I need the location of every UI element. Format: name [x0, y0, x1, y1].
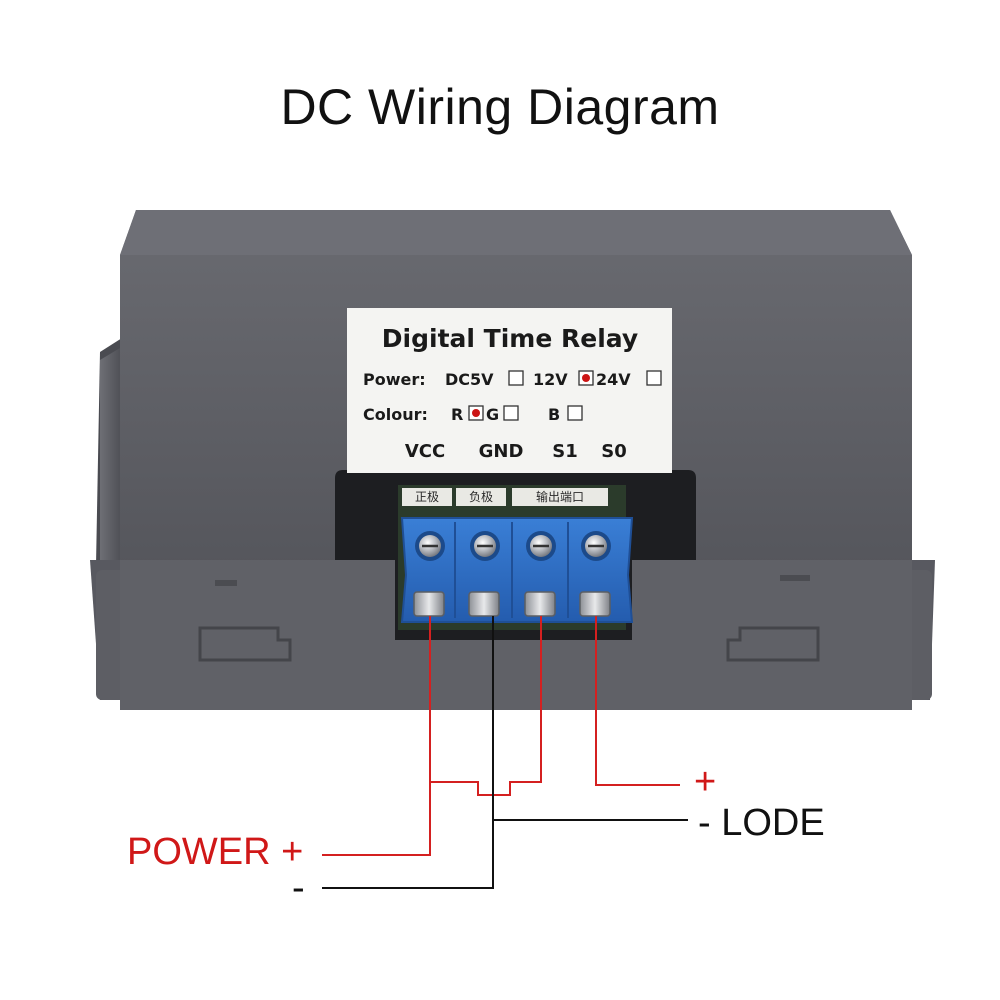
terminal-label-vcc: VCC [405, 441, 445, 462]
colour-option-r: R [451, 405, 463, 424]
wire-s0-to-load-plus [595, 616, 680, 786]
power-plus-label: POWER + [127, 831, 303, 873]
wire-vcc-to-s1 [430, 616, 542, 796]
power-minus-label: - [292, 867, 305, 909]
power-check-dot-12v [582, 374, 590, 382]
load-plus-label: + [694, 761, 716, 803]
enclosure-left-edge [100, 348, 120, 570]
screw-icon [415, 531, 445, 561]
terminal-label-s0: S0 [601, 441, 627, 462]
board-marking-negative: 负极 [469, 490, 493, 504]
power-checkbox-24v [646, 370, 662, 386]
vent-left [215, 580, 237, 586]
power-checkbox-dc5v [508, 370, 524, 386]
terminal-label-s1: S1 [552, 441, 578, 462]
terminal-block [400, 517, 634, 623]
enclosure-top-edge [120, 210, 912, 255]
device-label: Digital Time Relay Power: DC5V 12V 24V C… [347, 308, 672, 473]
screw-icon [470, 531, 500, 561]
wire-gnd-to-power-minus [322, 616, 494, 889]
screw-icon [526, 531, 556, 561]
label-sticker [347, 308, 672, 473]
wire-clamp [579, 591, 611, 617]
board-marking-positive: 正极 [415, 490, 439, 504]
load-minus-label: - LODE [698, 802, 825, 844]
screw-icon [581, 531, 611, 561]
colour-prefix: Colour: [363, 405, 428, 424]
board-marking-bg-output [512, 488, 608, 506]
wire-vcc-to-power-plus [322, 616, 431, 856]
wiring [322, 616, 688, 889]
colour-checkbox-b [567, 405, 583, 421]
colour-option-b: B [548, 405, 560, 424]
board-marking-output: 输出端口 [536, 489, 584, 504]
terminal-block-body [400, 517, 634, 623]
board-marking-bg-negative [456, 488, 506, 506]
power-option-dc5v: DC5V [445, 370, 494, 389]
board-markings: 正极 负极 输出端口 [402, 488, 608, 506]
label-heading: Digital Time Relay [382, 324, 638, 353]
power-option-12v: 12V [533, 370, 568, 389]
power-prefix: Power: [363, 370, 426, 389]
clip-slot-right [726, 626, 820, 662]
wire-clamp [468, 591, 500, 617]
wire-clamp [524, 591, 556, 617]
power-option-24v: 24V [596, 370, 631, 389]
colour-option-g: G [486, 405, 499, 424]
colour-check-dot-r [472, 409, 480, 417]
colour-checkbox-g [503, 405, 519, 421]
diagram-title: DC Wiring Diagram [280, 79, 720, 135]
terminal-label-gnd: GND [479, 441, 524, 462]
vent-right [780, 575, 810, 581]
board-marking-bg-positive [402, 488, 452, 506]
wire-clamp [413, 591, 445, 617]
clip-slot-left [198, 626, 292, 662]
